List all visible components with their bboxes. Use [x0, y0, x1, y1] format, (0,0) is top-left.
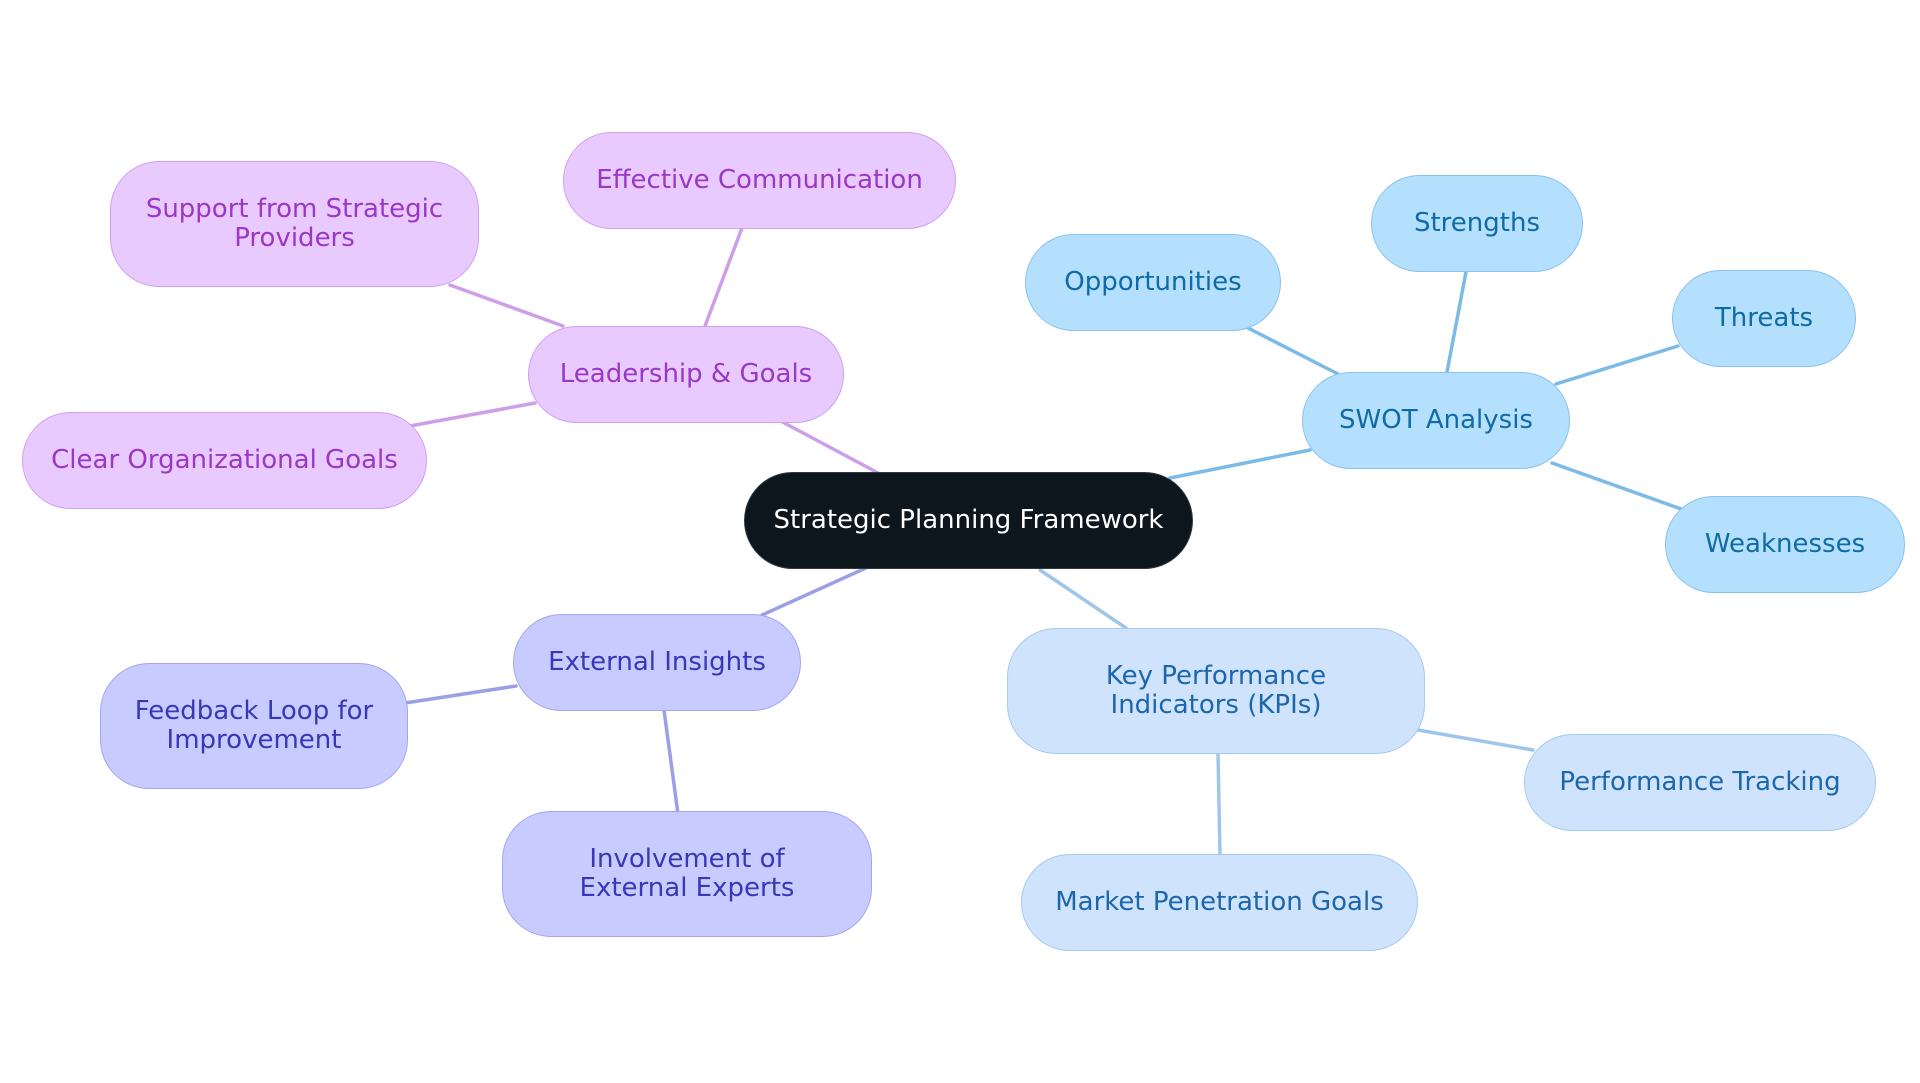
- node-leadership-goals[interactable]: Leadership & Goals: [528, 326, 844, 423]
- node-label: Strengths: [1413, 208, 1540, 238]
- node-label: Performance Tracking: [1559, 767, 1841, 797]
- node-feedback-loop[interactable]: Feedback Loop for Improvement: [100, 663, 408, 789]
- connector-swot-strengths: [1445, 270, 1468, 374]
- node-performance-tracking[interactable]: Performance Tracking: [1524, 734, 1876, 831]
- connector-root-external: [760, 565, 870, 617]
- connector-kpis-tracking: [1416, 728, 1535, 752]
- connector-swot-threats: [1554, 344, 1680, 386]
- node-label: Opportunities: [1064, 267, 1242, 297]
- node-label: Clear Organizational Goals: [51, 445, 398, 475]
- node-opportunities[interactable]: Opportunities: [1025, 234, 1281, 331]
- node-label: Threats: [1714, 303, 1814, 333]
- connector-swot-weaknesses: [1550, 461, 1686, 512]
- connector-leadership-support: [448, 283, 565, 328]
- node-effective-communication[interactable]: Effective Communication: [563, 132, 956, 229]
- node-label: SWOT Analysis: [1339, 405, 1533, 435]
- node-label: Support from Strategic Providers: [145, 194, 444, 253]
- connector-external-feedback: [403, 684, 518, 705]
- connector-leadership-communication: [703, 226, 744, 328]
- connector-root-kpis: [1038, 568, 1128, 630]
- node-involvement-external-experts[interactable]: Involvement of External Experts: [502, 811, 872, 937]
- node-label: Leadership & Goals: [559, 359, 813, 389]
- node-strengths[interactable]: Strengths: [1371, 175, 1583, 272]
- node-label: External Insights: [548, 647, 766, 677]
- node-label: Weaknesses: [1704, 529, 1866, 559]
- node-clear-organizational-goals[interactable]: Clear Organizational Goals: [22, 412, 427, 509]
- connector-leadership-clear-goals: [408, 401, 537, 428]
- node-label: Involvement of External Experts: [579, 844, 795, 903]
- node-weaknesses[interactable]: Weaknesses: [1665, 496, 1905, 593]
- connector-kpis-market: [1216, 751, 1222, 857]
- node-label: Effective Communication: [596, 165, 923, 195]
- connector-root-leadership: [773, 416, 882, 476]
- connector-external-experts: [662, 708, 680, 816]
- node-support-strategic-providers[interactable]: Support from Strategic Providers: [110, 161, 479, 287]
- node-label: Feedback Loop for Improvement: [134, 696, 374, 755]
- node-key-performance-indicators[interactable]: Key Performance Indicators (KPIs): [1007, 628, 1425, 754]
- node-market-penetration-goals[interactable]: Market Penetration Goals: [1021, 854, 1418, 951]
- node-swot-analysis[interactable]: SWOT Analysis: [1302, 372, 1570, 469]
- root-node-strategic-planning-framework[interactable]: Strategic Planning Framework: [744, 472, 1193, 569]
- node-label: Key Performance Indicators (KPIs): [1105, 661, 1327, 720]
- connector-root-swot: [1168, 448, 1312, 480]
- connector-swot-opportunities: [1246, 326, 1340, 376]
- node-external-insights[interactable]: External Insights: [513, 614, 801, 711]
- node-threats[interactable]: Threats: [1672, 270, 1856, 367]
- node-label: Market Penetration Goals: [1055, 887, 1384, 917]
- root-node-label: Strategic Planning Framework: [773, 505, 1164, 535]
